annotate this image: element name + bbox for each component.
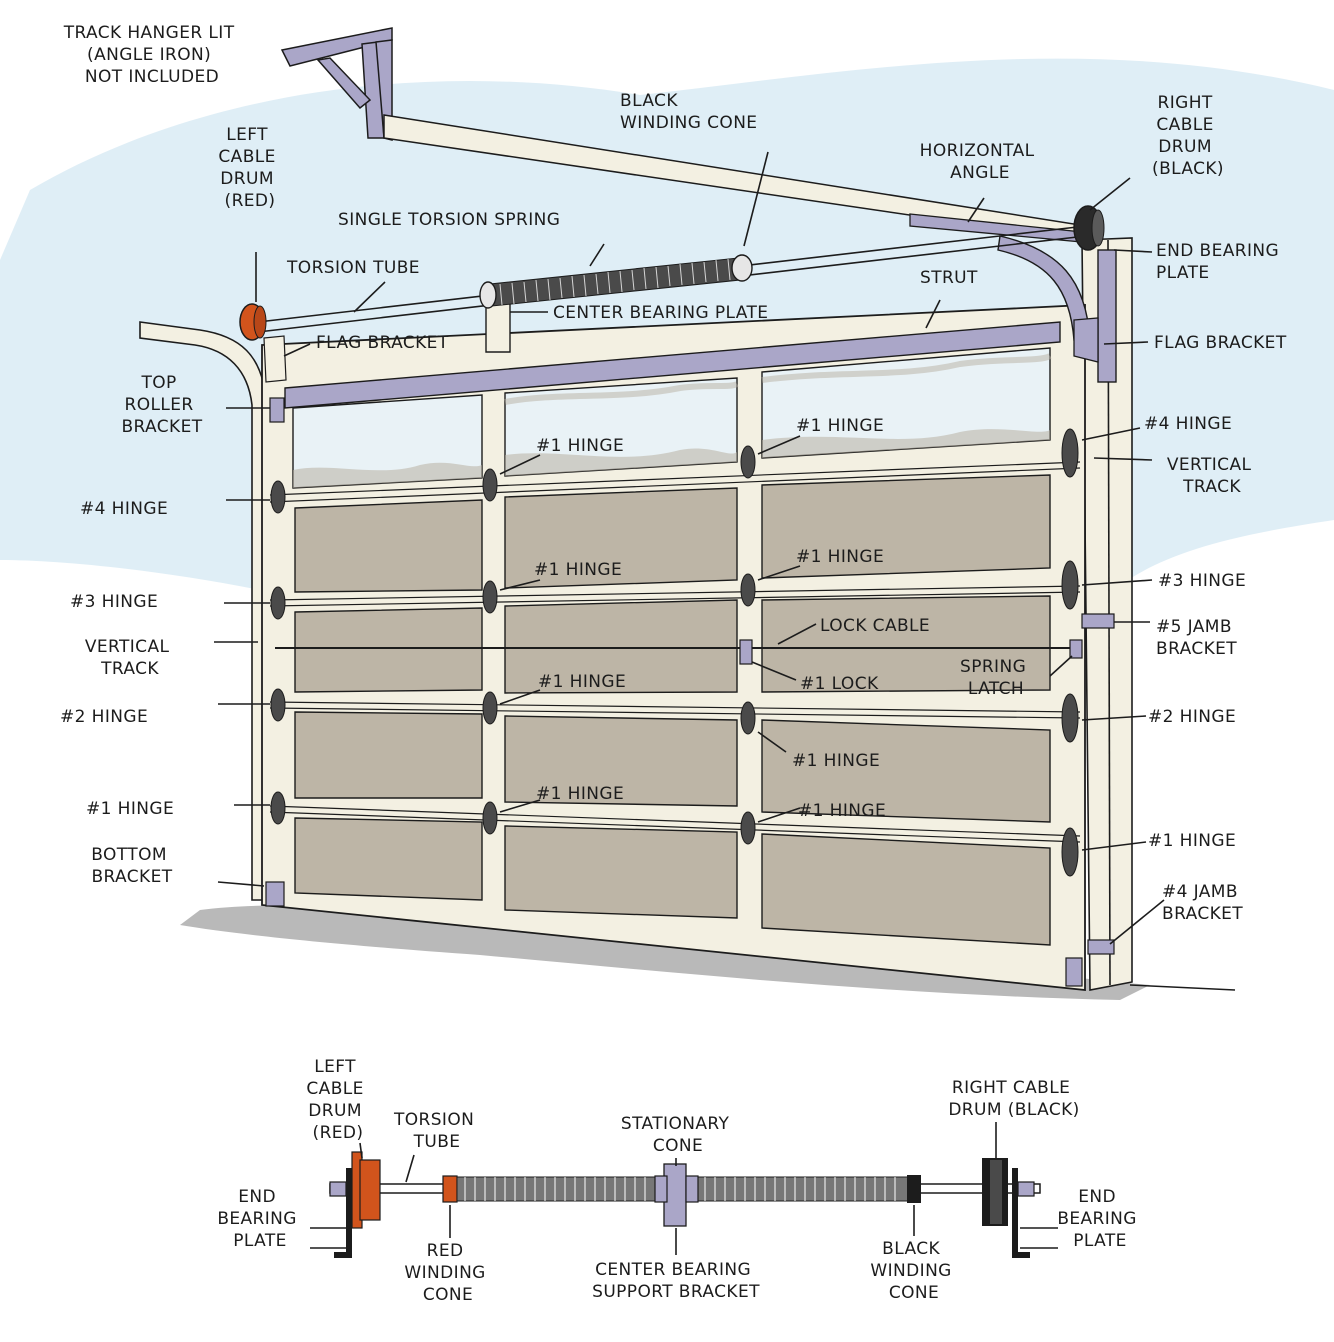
label-hinge-1-g: #1 HINGE [536, 784, 624, 804]
label-right-cable-drum: RIGHT CABLE DRUM (BLACK) [1152, 93, 1224, 179]
labels-bottom: LEFT CABLE DRUM (RED) TORSION TUBE STATI… [217, 1057, 1142, 1305]
right-bottom-bracket-block [1065, 957, 1083, 987]
label-hinge-3-left: #3 HINGE [70, 592, 158, 612]
label-strut: STRUT [920, 268, 978, 288]
label-spring-latch: SPRING LATCH [960, 657, 1032, 699]
label-b-black-winding-cone: BLACK WINDING CONE [870, 1239, 957, 1303]
label-hinge-1-e: #1 HINGE [538, 672, 626, 692]
label-hinge-1-a: #1 HINGE [536, 436, 624, 456]
label-horizontal-angle: HORIZONTAL ANGLE [920, 141, 1041, 183]
label-black-winding-cone: BLACK WINDING CONE [620, 91, 757, 133]
label-center-bearing-plate: CENTER BEARING PLATE [553, 303, 768, 323]
label-flag-bracket-left: FLAG BRACKET [316, 333, 449, 353]
spring-coils [499, 258, 731, 306]
label-lock-1: #1 LOCK [800, 674, 879, 694]
label-hinge-2-right: #2 HINGE [1148, 707, 1236, 727]
jamb-bracket-5-block [1081, 613, 1115, 629]
label-b-end-bearing-right: END BEARING PLATE [1057, 1187, 1142, 1251]
label-b-left-cable-drum: LEFT CABLE DRUM (RED) [306, 1057, 369, 1143]
label-flag-bracket-right: FLAG BRACKET [1154, 333, 1287, 353]
shaft-assembly [329, 1151, 1041, 1258]
label-hinge-3-right: #3 HINGE [1158, 571, 1246, 591]
jamb-bracket-4-block [1087, 939, 1115, 955]
strut-bar [284, 321, 1061, 409]
label-b-end-bearing-left: END BEARING PLATE [217, 1187, 302, 1251]
left-flag-bracket [263, 335, 287, 383]
left-cable-drum-rim [253, 305, 267, 339]
label-vertical-track-right: VERTICAL TRACK [1167, 455, 1257, 497]
label-vertical-track-left: VERTICAL TRACK [85, 637, 175, 679]
label-torsion-tube: TORSION TUBE [286, 258, 420, 278]
label-track-hanger: TRACK HANGER LIT (ANGLE IRON) NOT INCLUD… [63, 23, 241, 87]
top-roller-bracket-block [269, 397, 285, 423]
spring-latch-block [1069, 639, 1083, 659]
end-bearing-plate [1097, 249, 1117, 383]
labels-top: TRACK HANGER LIT (ANGLE IRON) NOT INCLUD… [60, 23, 1287, 924]
section-dividers [269, 461, 1081, 843]
label-hinge-1-b: #1 HINGE [796, 416, 884, 436]
label-hinge-4-right: #4 HINGE [1144, 414, 1232, 434]
label-hinge-1-d: #1 HINGE [796, 547, 884, 567]
label-top-roller-bracket: TOP ROLLER BRACKET [121, 373, 202, 437]
label-left-cable-drum: LEFT CABLE DRUM (RED) [218, 125, 281, 211]
black-winding-cone [731, 254, 753, 282]
bottom-leader-lines [310, 1122, 1058, 1255]
label-b-right-cable-drum: RIGHT CABLE DRUM (BLACK) [948, 1078, 1079, 1120]
label-b-red-winding-cone: RED WINDING CONE [404, 1241, 491, 1305]
label-jamb-bracket-5: #5 JAMB BRACKET [1156, 617, 1238, 659]
right-flag-bracket [1073, 317, 1099, 363]
label-hinge-2-left: #2 HINGE [60, 707, 148, 727]
label-end-bearing-plate: END BEARING PLATE [1156, 241, 1285, 283]
panel-rows [294, 474, 1051, 946]
label-hinge-1-right: #1 HINGE [1148, 831, 1236, 851]
label-hinge-1-c: #1 HINGE [534, 560, 622, 580]
floor-line [1129, 984, 1236, 991]
label-jamb-bracket-4: #4 JAMB BRACKET [1162, 882, 1244, 924]
center-cone [479, 281, 497, 309]
hinges [270, 428, 1079, 877]
lock-handle [739, 639, 753, 665]
ground-shadow [180, 905, 1150, 1000]
label-hinge-1-f: #1 HINGE [792, 751, 880, 771]
label-hinge-1-h: #1 HINGE [798, 801, 886, 821]
window-row [292, 347, 1052, 489]
leader-lines [214, 151, 1165, 945]
label-single-torsion-spring: SINGLE TORSION SPRING [338, 210, 560, 230]
label-b-center-bearing-bracket: CENTER BEARING SUPPORT BRACKET [592, 1260, 760, 1302]
label-b-torsion-tube: TORSION TUBE [393, 1110, 480, 1152]
bottom-bracket-block [265, 881, 285, 907]
right-cable-drum-rim [1091, 209, 1105, 247]
label-bottom-bracket: BOTTOM BRACKET [91, 845, 172, 887]
left-horizontal-track [139, 321, 267, 901]
label-hinge-1-left: #1 HINGE [86, 799, 174, 819]
label-b-stationary-cone: STATIONARY CONE [621, 1114, 735, 1156]
label-hinge-4-left: #4 HINGE [80, 499, 168, 519]
label-lock-cable: LOCK CABLE [820, 616, 930, 636]
